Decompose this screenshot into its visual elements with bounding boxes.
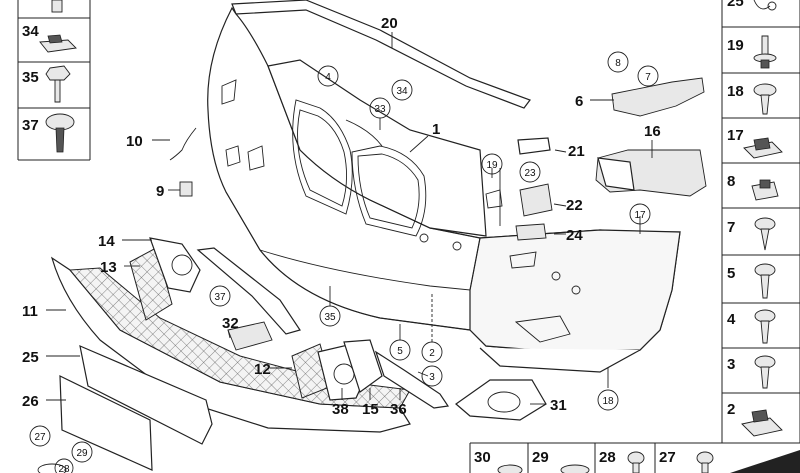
label-21: 21 [568,143,585,160]
label-2: 2 [429,348,435,359]
label-34: 34 [396,86,408,97]
label-4-side: 4 [727,311,736,328]
mount-bracket-22 [519,183,553,217]
leader-lines [46,32,653,405]
plate-bracket-25 [79,344,213,445]
right-kidney [351,145,427,237]
screw-icon-27 [696,451,714,465]
bumper-drawing [37,0,707,473]
label-24: 24 [566,227,583,244]
label-4: 4 [325,72,331,83]
tow-hook-cover [517,137,551,155]
fog-bezel-31 [455,379,547,421]
hex-bolt-icon [45,65,71,81]
left-kidney [292,99,353,215]
label-18: 18 [602,396,614,407]
label-12: 12 [254,361,271,378]
label-22: 22 [566,197,583,214]
bottom-hardware-row: 30 29 28 27 [469,442,800,473]
label-19: 19 [486,160,498,171]
label-13: 13 [100,259,117,276]
wire-clip-icon [753,0,771,10]
left-hardware-column: 34 35 37 [17,0,91,161]
rivet-icon [761,35,769,57]
plate-holder-26 [59,375,153,471]
label-8: 8 [615,58,621,69]
bezel-15 [343,339,383,393]
label-1: 1 [432,121,440,138]
label-27-bottom: 27 [659,449,676,466]
fog-bezel-14 [149,237,201,293]
label-35: 35 [22,69,39,86]
label-16: 16 [644,123,661,140]
label-28-bottom: 28 [599,449,616,466]
flange-screw-icon [754,309,776,323]
label-17-side: 17 [727,127,744,144]
label-25-side: 25 [727,0,744,10]
label-31: 31 [550,397,567,414]
mount-bracket-24 [515,223,547,241]
label-28: 28 [58,464,70,473]
label-34: 34 [22,23,39,40]
wire-loop [169,127,197,161]
label-2-side: 2 [727,401,735,418]
pan-screw-icon-3 [754,355,776,369]
label-17: 17 [634,210,646,221]
label-15: 15 [362,401,379,418]
trim-strip-36 [374,350,450,409]
label-3-side: 3 [727,356,735,373]
label-18-side: 18 [727,83,744,100]
right-hardware-column: 25 19 18 17 8 7 5 4 3 2 [721,0,800,444]
label-37: 37 [22,117,39,134]
label-6: 6 [575,93,583,110]
label-38: 38 [332,401,349,418]
side-bracket [611,77,705,117]
part-labels: 20 1 21 6 16 10 9 14 13 11 32 25 12 26 2… [22,15,661,418]
grommet-icon [560,464,590,473]
label-7: 7 [645,72,651,83]
label-29-bottom: 29 [532,449,549,466]
corner-band [730,450,800,473]
circled-labels: 4 34 33 8 7 19 23 17 37 35 5 2 3 18 27 2… [29,51,659,473]
tapping-screw-icon [754,217,776,231]
plug-icon [497,464,523,473]
label-25: 25 [22,349,39,366]
label-30-bottom: 30 [474,449,491,466]
side-mesh-13 [129,247,173,321]
label-27: 27 [34,432,46,443]
screw-icon [753,83,777,97]
label-5: 5 [397,346,403,357]
label-10: 10 [126,133,143,150]
label-20: 20 [381,15,398,32]
label-9: 9 [156,183,164,200]
label-32: 32 [222,315,239,332]
label-3: 3 [429,372,435,383]
label-26: 26 [22,393,39,410]
label-23: 23 [524,168,536,179]
label-37: 37 [214,292,226,303]
cover-cap [179,181,193,197]
label-29: 29 [76,448,88,459]
label-8-side: 8 [727,173,735,190]
label-11: 11 [22,303,38,320]
label-7-side: 7 [727,219,735,236]
screw-icon-28 [627,451,645,465]
label-35: 35 [324,312,336,323]
label-14: 14 [98,233,115,250]
label-19-side: 19 [727,37,744,54]
trim-strip-37 [196,247,301,335]
torx-screw-icon [754,263,776,277]
label-36: 36 [390,401,407,418]
upper-trim-strip [231,0,531,109]
sensor-module [227,321,273,351]
label-33: 33 [374,104,386,115]
label-5-side: 5 [727,265,735,282]
